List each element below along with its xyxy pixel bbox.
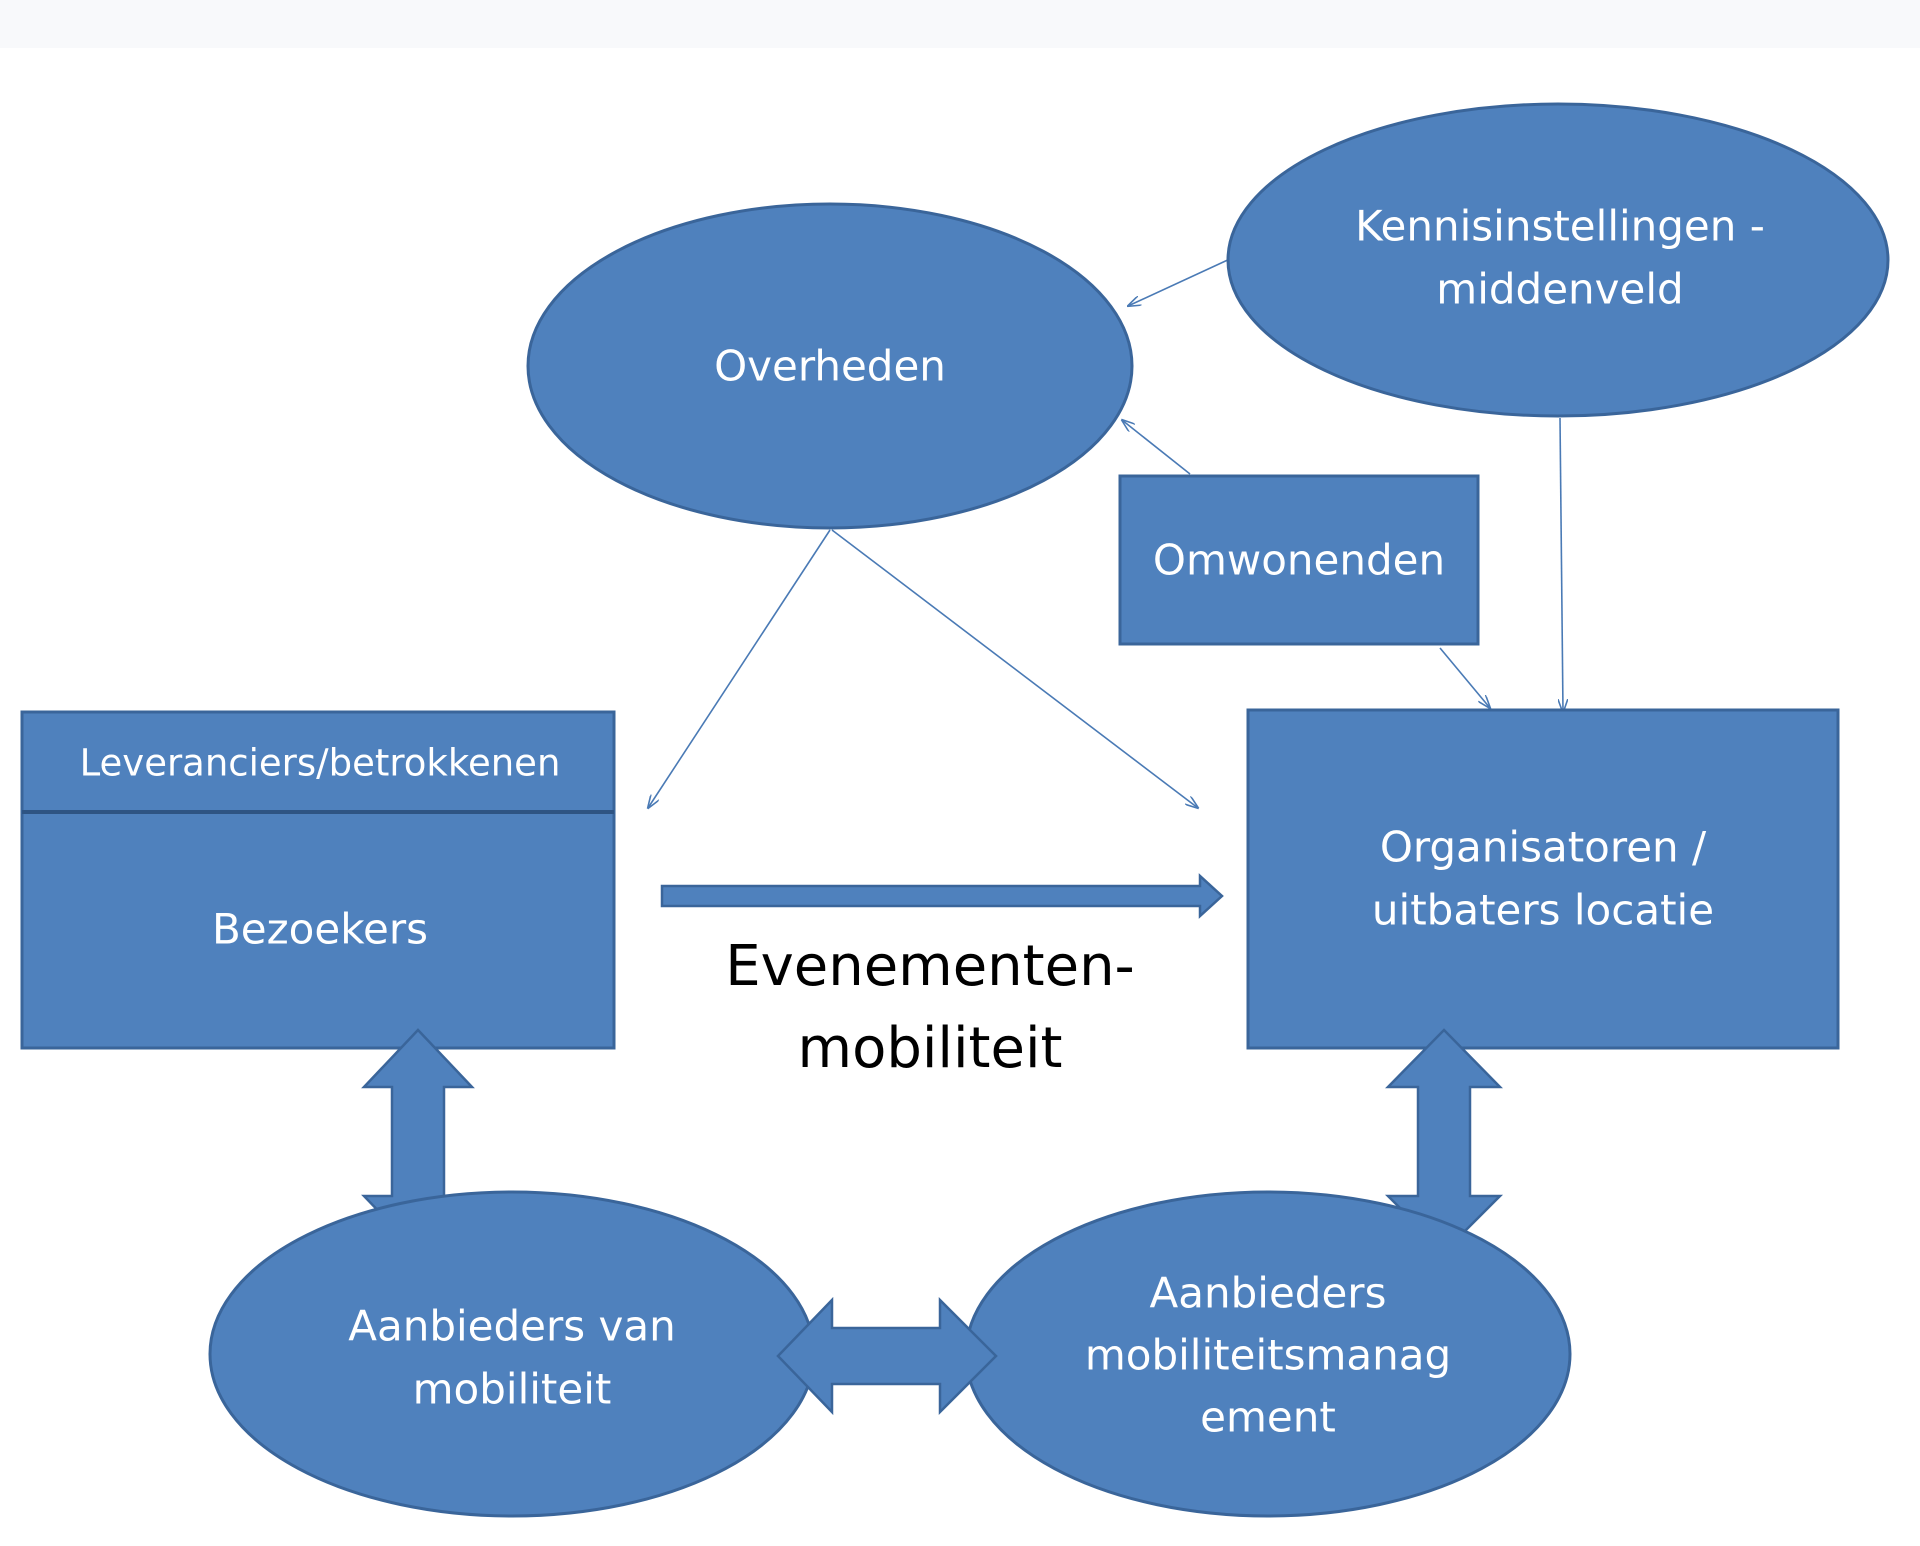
connector-omwonenden-to-organisatoren — [1439, 647, 1490, 708]
organisatoren-node: Organisatoren / uitbaters locatie — [1246, 708, 1840, 1050]
connector-kennis-to-overheden — [1128, 257, 1233, 306]
connector-kennis-to-organisatoren — [1560, 417, 1563, 712]
connector-overheden-to-bezoekers — [648, 529, 831, 808]
center-label-line2: mobiliteit — [798, 1016, 1063, 1081]
aanbieders-mobiliteitsmanagement-node: Aanbieders mobiliteitsmanag ement — [964, 1190, 1572, 1518]
kennisinstellingen-label-line1: Kennisinstellingen - — [1355, 202, 1765, 251]
top-bar — [0, 0, 1920, 48]
aanbieders-mm-label-line3: ement — [1200, 1393, 1336, 1442]
aanbieders-mm-label-line2: mobiliteitsmanag — [1085, 1331, 1451, 1380]
central-flow-arrow — [660, 873, 1224, 919]
bezoekers-label: Bezoekers — [212, 905, 428, 954]
aanbieders-mm-label-line1: Aanbieders — [1150, 1269, 1387, 1318]
organisatoren-label-line2: uitbaters locatie — [1372, 886, 1714, 935]
bezoekers-node: Leveranciers/betrokkenen Bezoekers — [20, 710, 616, 1050]
aanbieders-mobiliteit-label-line1: Aanbieders van — [348, 1302, 675, 1351]
overheden-node: Overheden — [526, 202, 1134, 530]
organisatoren-label-line1: Organisatoren / — [1380, 823, 1707, 872]
double-arrow-aanbieders — [776, 1296, 998, 1416]
aanbieders-mobiliteit-label-line2: mobiliteit — [413, 1365, 612, 1414]
omwonenden-node: Omwonenden — [1118, 474, 1480, 646]
connector-overheden-to-organisatoren — [831, 529, 1198, 808]
leveranciers-label: Leveranciers/betrokkenen — [80, 742, 561, 785]
aanbieders-mobiliteit-node: Aanbieders van mobiliteit — [208, 1190, 816, 1518]
overheden-label: Overheden — [714, 342, 946, 391]
center-label-line1: Evenementen- — [725, 934, 1135, 999]
kennisinstellingen-label-line2: middenveld — [1436, 265, 1683, 314]
kennisinstellingen-node: Kennisinstellingen - middenveld — [1226, 102, 1890, 418]
connector-omwonenden-to-overheden — [1122, 420, 1191, 475]
omwonenden-label: Omwonenden — [1153, 536, 1445, 585]
